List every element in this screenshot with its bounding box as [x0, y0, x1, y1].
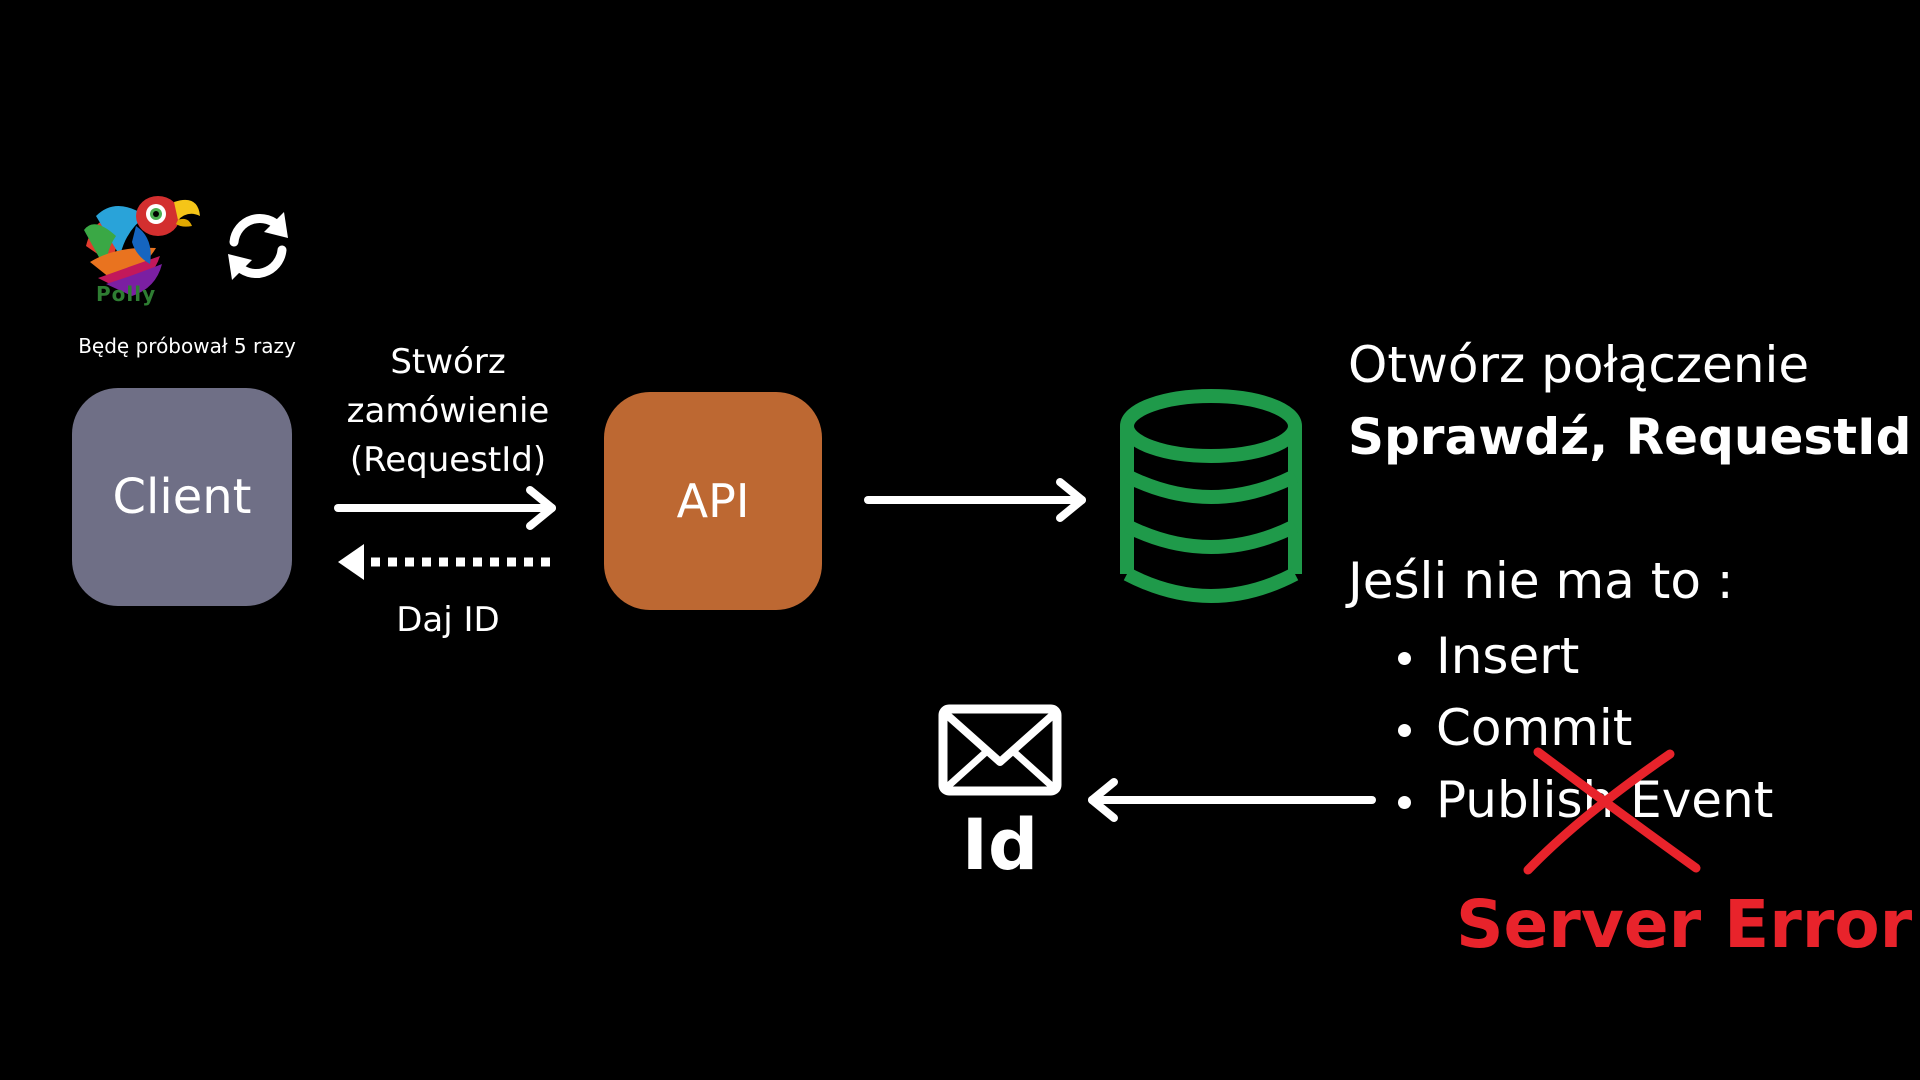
request-arrow	[334, 486, 556, 530]
request-label: Stwórz zamówienie (RequestId)	[346, 342, 550, 480]
database-icon	[1120, 389, 1302, 603]
client-label: Client	[112, 469, 252, 525]
result-id-label: Id	[961, 804, 1039, 886]
server-error-label: Server Error	[1456, 886, 1913, 963]
response-arrow-dashed	[338, 544, 550, 580]
polly-logo-icon	[84, 196, 200, 296]
client-node: Client	[72, 388, 292, 606]
retry-caption: Będę próbował 5 razy	[78, 334, 296, 358]
api-to-db-arrow	[864, 478, 1086, 522]
list-item: Insert	[1390, 620, 1773, 692]
fail-cross-icon	[1523, 747, 1701, 875]
envelope-icon	[938, 704, 1062, 796]
step-check-request-id: Sprawdź, RequestId	[1348, 408, 1912, 466]
list-item: Commit	[1390, 692, 1773, 764]
api-node: API	[604, 392, 822, 610]
polly-wordmark: Polly	[96, 282, 156, 306]
polly-wordmark-text: Polly	[96, 282, 157, 306]
response-label: Daj ID	[396, 600, 500, 640]
result-arrow	[1088, 778, 1376, 822]
retry-icon	[228, 212, 288, 280]
step-open-connection: Otwórz połączenie	[1348, 336, 1810, 394]
step-condition: Jeśli nie ma to :	[1348, 552, 1734, 610]
api-label: API	[676, 474, 750, 528]
